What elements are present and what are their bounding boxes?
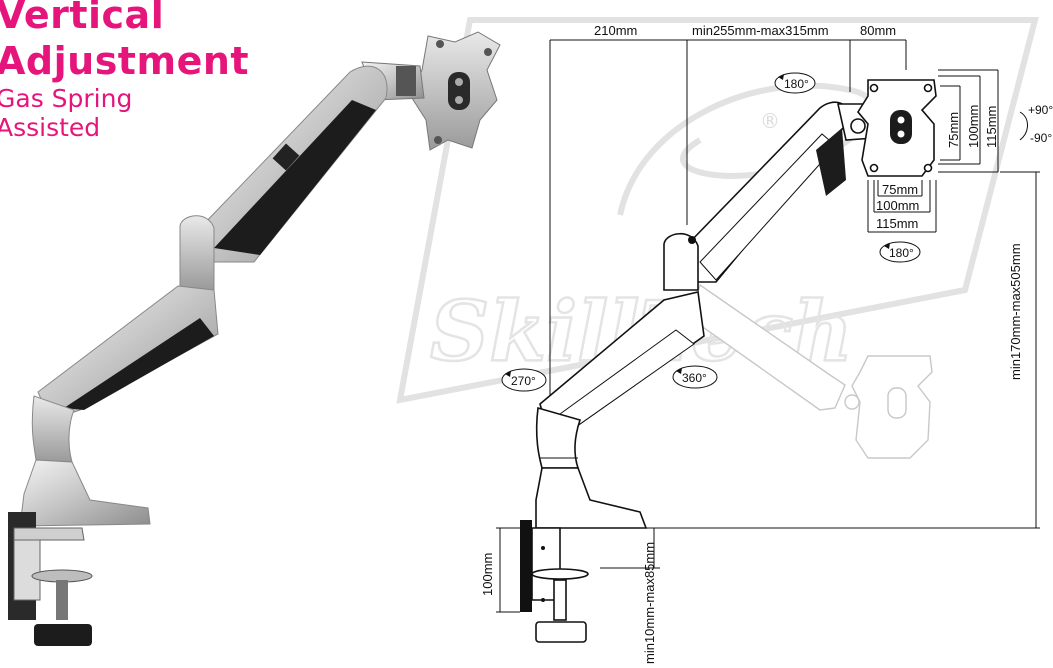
clamp-body-drawing xyxy=(520,520,532,612)
dim-vesa-v-115: 115mm xyxy=(984,106,999,148)
dim-top-80: 80mm xyxy=(860,23,896,38)
dim-vesa-h-115: 115mm xyxy=(876,216,918,231)
vesa-plate-photo xyxy=(409,31,501,151)
rotation-badge-arm: 360° xyxy=(672,365,718,389)
logo-icon xyxy=(272,143,300,171)
dim-vesa-h-100: 100mm xyxy=(876,198,919,213)
product-photo xyxy=(8,31,501,646)
dim-tilt-up: +90° xyxy=(1028,103,1053,117)
rotation-base-label: 270° xyxy=(511,374,536,388)
headline-block: Vertical Adjustment Gas Spring Assisted xyxy=(0,0,249,142)
dim-vesa-v-100: 100mm xyxy=(966,105,981,148)
rotation-badge-head-top: 180° xyxy=(774,72,816,94)
dim-desk-thickness: min10mm-max85mm xyxy=(642,542,657,664)
ghost-arm-lowered xyxy=(689,283,933,459)
watermark: SkillTech ® xyxy=(396,17,1039,404)
vesa-plate-drawing xyxy=(857,79,937,177)
tilt-arc-icon xyxy=(1019,111,1028,141)
headline-subtitle-line2: Assisted xyxy=(0,113,101,142)
headline-title-line1: Vertical xyxy=(0,0,165,37)
elbow-joint-drawing xyxy=(663,232,699,291)
technical-drawing: 210mm min255mm-max315mm 80mm 75mm 100mm … xyxy=(480,23,1053,664)
rotation-head-bottom-label: 180° xyxy=(889,246,914,260)
rotation-head-top-label: 180° xyxy=(784,77,809,91)
watermark-registered-mark: ® xyxy=(760,109,780,133)
dim-top-210: 210mm xyxy=(594,23,637,38)
dim-top-255-315: min255mm-max315mm xyxy=(692,23,829,38)
dim-height-range: min170mm-max505mm xyxy=(1008,243,1023,380)
headline-title-line2: Adjustment xyxy=(0,39,250,83)
dim-tilt-down: -90° xyxy=(1030,131,1052,145)
watermark-frame xyxy=(396,17,1039,404)
base-drawing xyxy=(535,467,648,529)
dim-clamp-height: 100mm xyxy=(480,553,495,596)
dim-vesa-v-75: 75mm xyxy=(946,112,961,148)
dim-vesa-h-75: 75mm xyxy=(882,182,918,197)
rotation-badge-head-bottom: 180° xyxy=(879,241,921,263)
rotation-badge-base: 270° xyxy=(501,368,547,392)
rotation-arm-label: 360° xyxy=(682,371,707,385)
headline-subtitle-line1: Gas Spring xyxy=(0,84,133,113)
